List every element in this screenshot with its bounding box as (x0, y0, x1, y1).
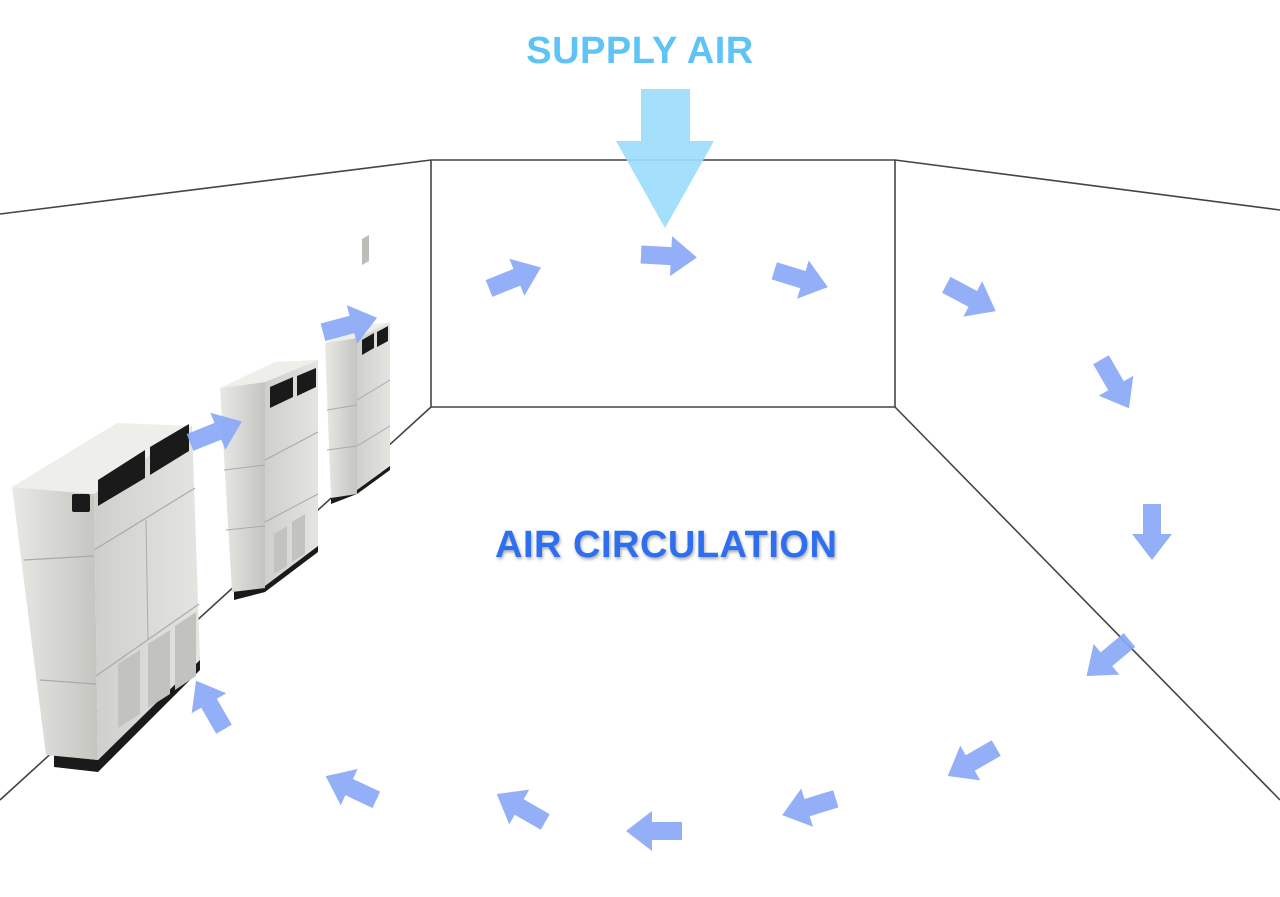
flow-arrow-icon (486, 776, 556, 840)
air-conditioner-unit-1 (12, 423, 200, 772)
supply-air-label: SUPPLY AIR (526, 30, 754, 72)
air-conditioner-unit-2 (220, 360, 319, 600)
flow-arrow-icon (626, 811, 682, 851)
supply-air-arrow-icon (616, 89, 714, 228)
flow-arrow-icon (936, 267, 1006, 329)
ceiling-right-edge (894, 159, 1280, 211)
ceiling-left-edge (0, 159, 432, 215)
flow-arrow-icon (1083, 349, 1147, 419)
flow-arrow-icon (639, 234, 699, 278)
flow-arrow-icon (776, 779, 842, 835)
flow-arrow-icon (768, 251, 834, 307)
flow-arrow-icon (937, 730, 1007, 794)
flow-arrow-icon (317, 758, 385, 818)
air-circulation-label: AIR CIRCULATION (495, 524, 838, 566)
flow-arrow-icon (481, 248, 549, 308)
floor-right-edge (894, 406, 1280, 801)
flow-arrow-icon (1073, 624, 1143, 692)
air-conditioner-unit-3 (325, 234, 391, 504)
flow-arrow-icon (1132, 504, 1172, 560)
